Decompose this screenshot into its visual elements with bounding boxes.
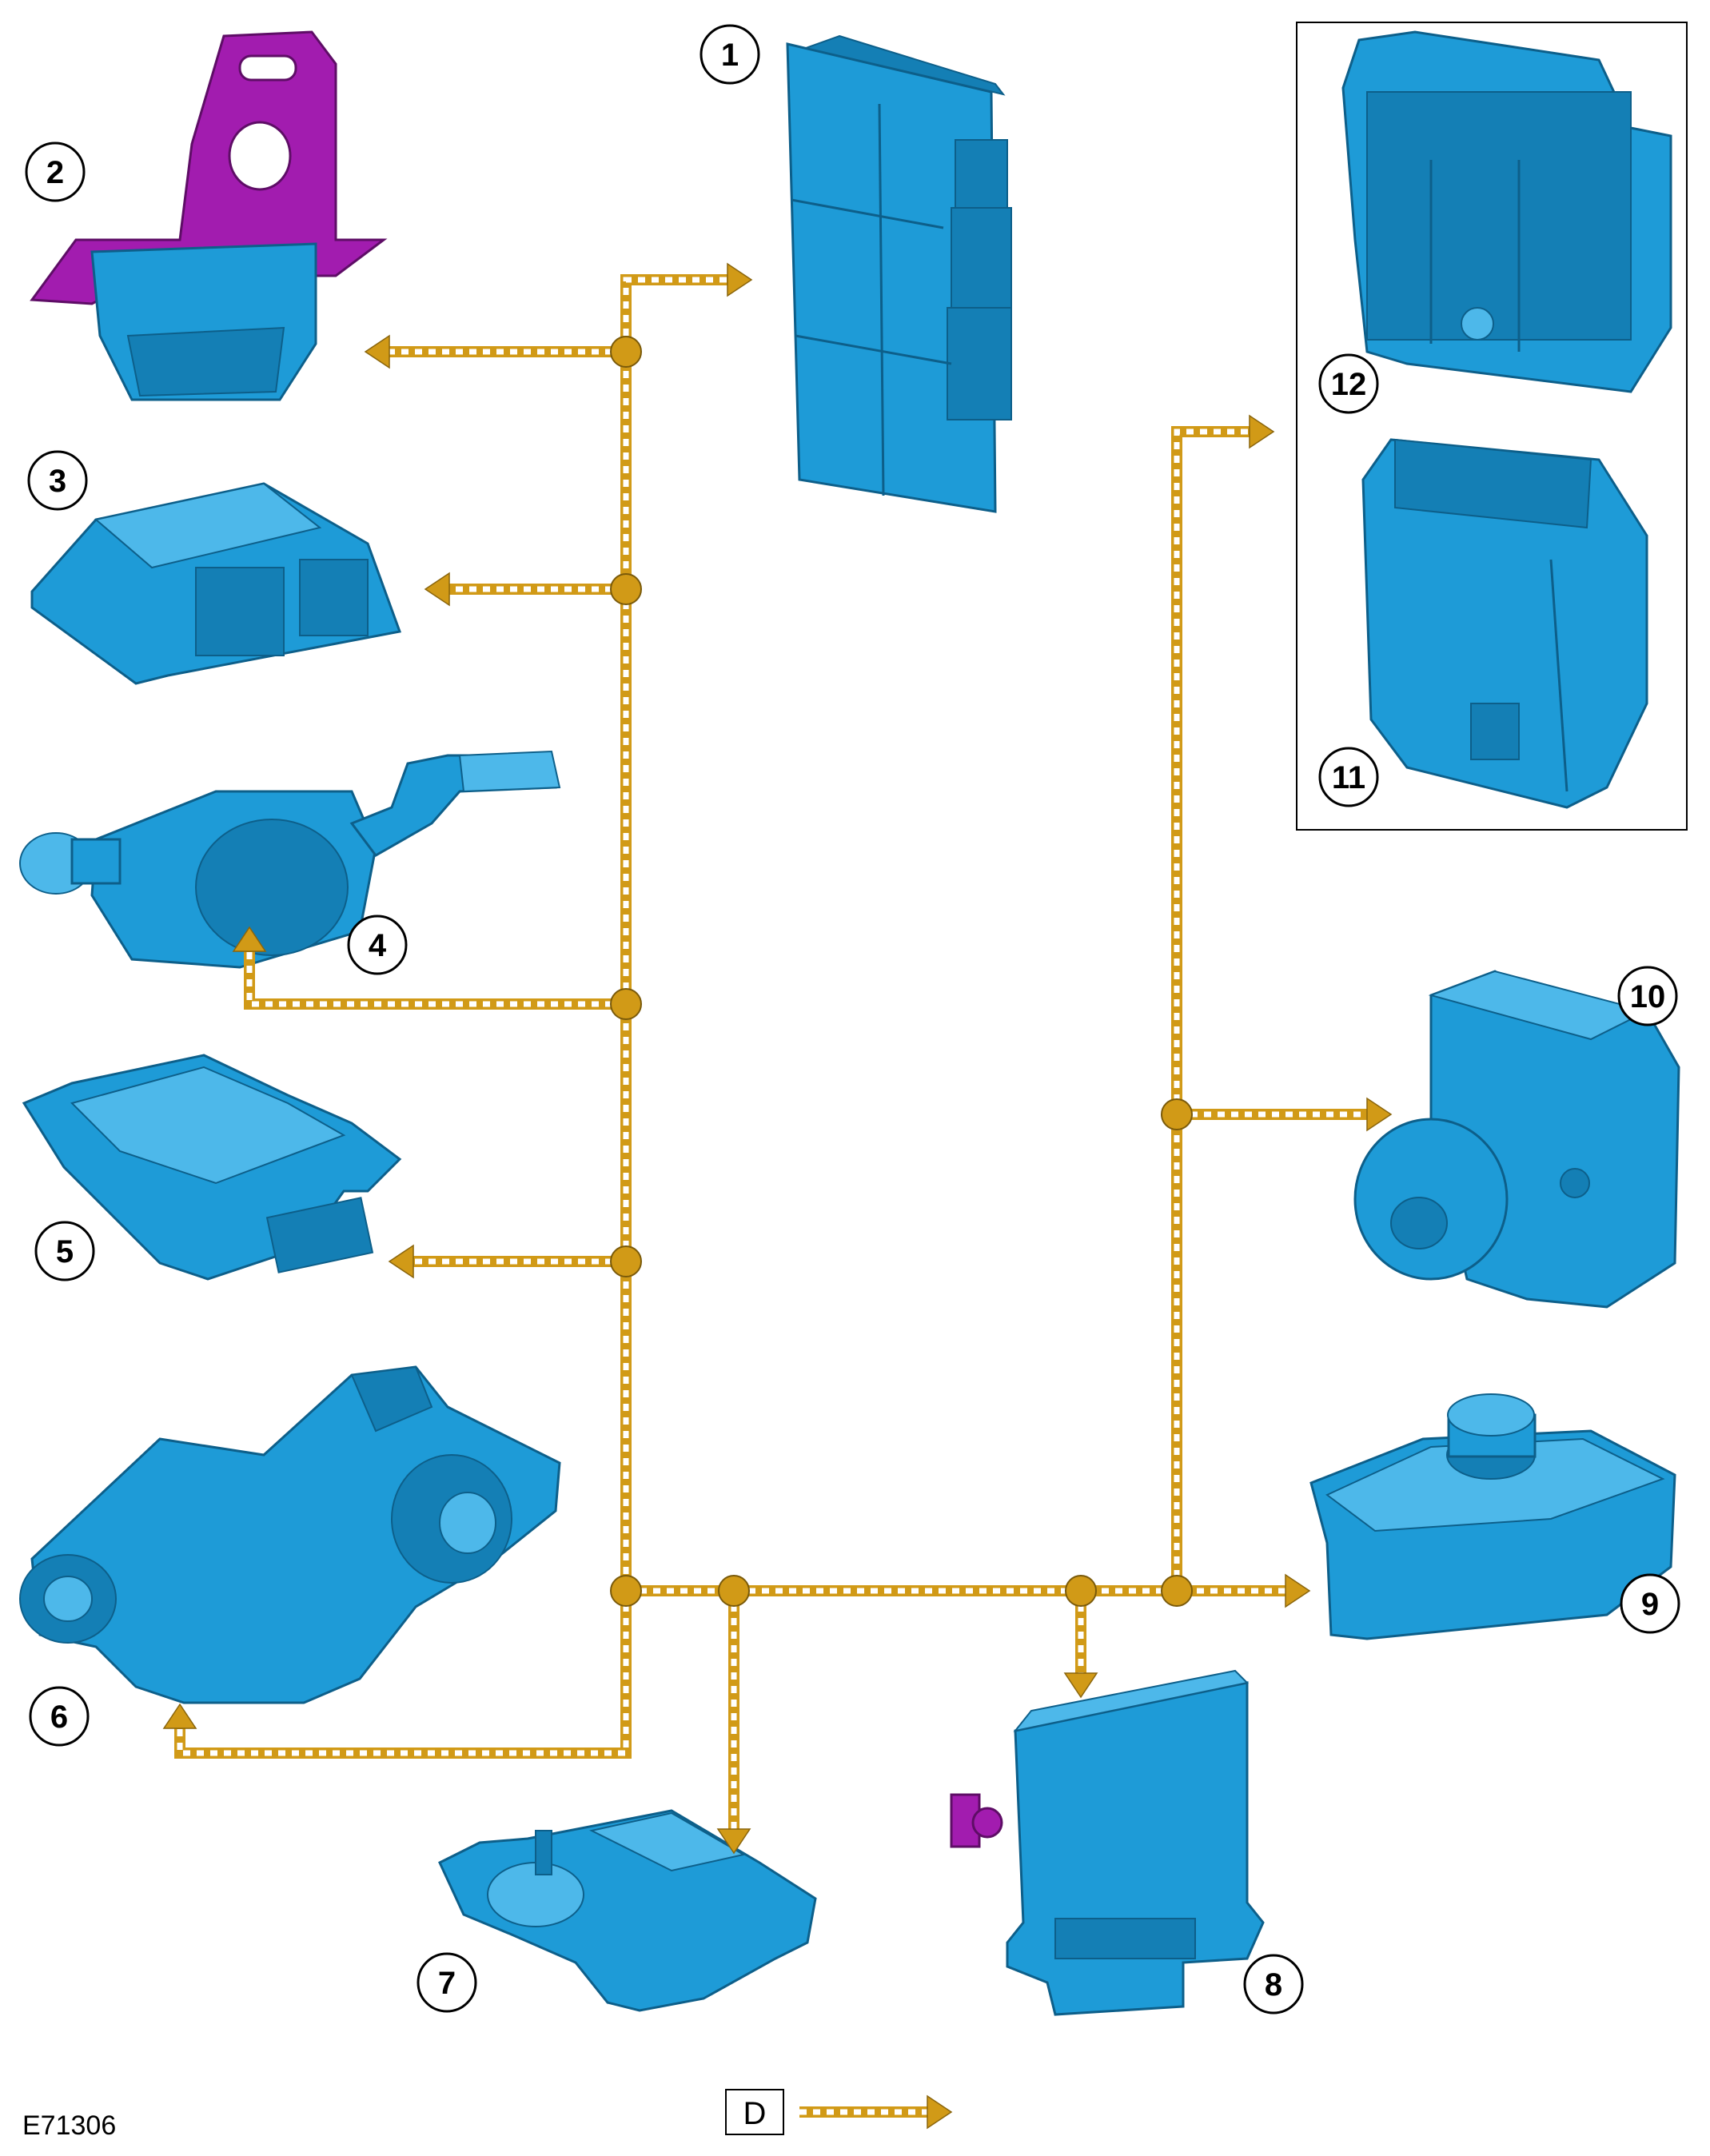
component-11-ecu [1361,438,1648,809]
arrow-to-4 [232,926,267,952]
callout-2: 2 [25,141,86,202]
component-9-switch-pack [1309,1393,1676,1640]
arrow-to-7 [716,1828,751,1855]
svg-text:1: 1 [721,38,739,73]
component-3-control-unit [30,482,402,685]
arrow-to-5 [388,1244,414,1279]
svg-text:3: 3 [49,464,66,499]
callout-3: 3 [27,450,88,511]
component-5-sensor-module [22,1054,402,1281]
callout-9: 9 [1620,1573,1680,1634]
component-7-actuator [438,1809,817,2012]
component-4-clockspring [19,750,561,969]
component-10-abs-modulator [1353,970,1680,1309]
callout-10: 10 [1617,966,1678,1026]
arrow-to-9 [1285,1573,1311,1608]
arrow-to-3 [424,572,450,607]
svg-text:5: 5 [56,1234,74,1269]
callout-7: 7 [417,1952,477,2013]
component-8-control-module [950,1669,1265,2016]
bus-node-9 [1161,1575,1193,1607]
callout-5: 5 [34,1221,95,1281]
bus-node-8 [1065,1575,1097,1607]
callout-11: 11 [1318,747,1379,807]
arrow-to-2 [364,334,390,369]
svg-text:10: 10 [1630,979,1666,1014]
legend: D [725,2089,953,2135]
svg-text:7: 7 [438,1966,456,2001]
legend-arrowhead [927,2094,953,2130]
svg-text:9: 9 [1641,1587,1659,1622]
legend-key-box [725,2089,784,2135]
svg-text:4: 4 [369,928,387,963]
component-1-module [786,34,1012,513]
bus-node-10 [1161,1098,1193,1130]
component-6-drive-unit [19,1365,561,1704]
callout-8: 8 [1243,1954,1304,2015]
arrow-to-1 [727,262,753,297]
bus-node-6 [610,1575,642,1607]
callout-12: 12 [1318,353,1379,414]
svg-text:6: 6 [50,1700,68,1735]
arrow-to-10 [1366,1097,1393,1132]
callout-6: 6 [29,1686,90,1747]
bus-node-7 [718,1575,750,1607]
ecu-group-box [1296,22,1688,831]
legend-key-label: D [743,2096,767,2131]
arrow-to-6 [162,1703,197,1729]
component-12-ecu [1341,30,1672,393]
svg-text:8: 8 [1265,1967,1282,2003]
bus-to-1 [620,274,729,349]
arrow-to-8 [1063,1672,1098,1699]
svg-text:2: 2 [46,155,64,190]
arrow-to-ecu-group [1249,414,1275,449]
figure-id: E71306 [22,2110,116,2141]
bus-node-3 [610,573,642,605]
svg-text:11: 11 [1332,760,1365,795]
callout-1: 1 [700,24,760,85]
bus-node-5 [610,1245,642,1277]
callout-4: 4 [347,915,408,975]
bus-to-4 [244,951,626,1010]
svg-text:12: 12 [1331,367,1367,402]
bus-node-4 [610,988,642,1020]
component-2-connector-bracket [30,30,388,401]
bus-trunk-right [1171,426,1251,1591]
bus-node-2 [610,336,642,368]
bus-network [162,262,1393,1855]
